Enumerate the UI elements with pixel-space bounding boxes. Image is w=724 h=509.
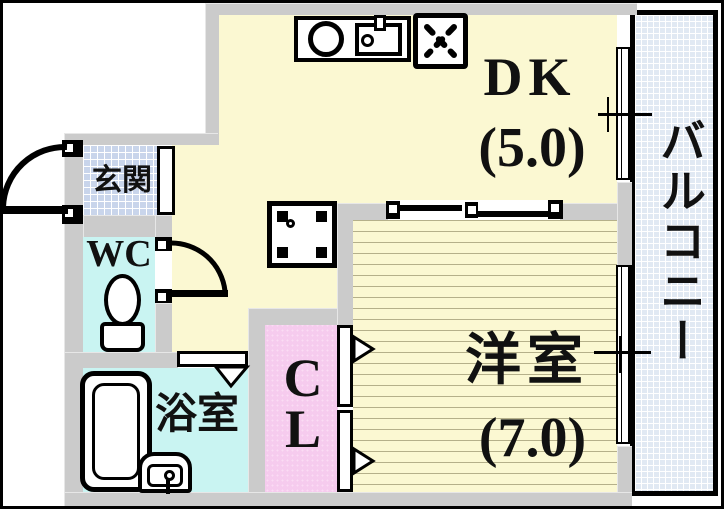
washer-pan-icon — [267, 201, 337, 268]
balcony-area — [630, 10, 718, 496]
entrance-door-icon — [0, 143, 68, 214]
wall-hall-room-divider — [337, 203, 353, 325]
wall-entrance-wc — [83, 215, 172, 237]
wc-door-hinge-bottom — [155, 289, 172, 303]
dk-label: DK — [483, 47, 577, 107]
room-window-tick-h — [594, 351, 651, 354]
room-window — [616, 265, 630, 444]
western-room-area-label: (7.0) — [478, 407, 587, 469]
wall-right-bottom — [617, 446, 632, 492]
sliding-door-icon — [386, 200, 563, 220]
closet-door-bottom-icon — [337, 410, 353, 492]
western-room-floor — [353, 220, 617, 492]
entrance-step — [157, 146, 175, 215]
wall-below-wc — [64, 352, 178, 368]
dk-area-label: (5.0) — [478, 117, 586, 179]
closet-letter-l: L — [284, 398, 322, 459]
closet-arrow-top-icon — [352, 334, 376, 364]
wall-wc-right-lower — [155, 303, 172, 368]
wall-dk-room-divider-left — [337, 203, 390, 220]
closet-letter-c: C — [283, 348, 323, 408]
dk-window-tick-h — [598, 113, 652, 116]
wall-notch — [64, 133, 218, 145]
bath-door-icon — [177, 351, 248, 367]
wall-right-mid — [617, 182, 632, 265]
hallway-floor-lower — [172, 309, 248, 353]
balcony-label: バルコニー — [654, 117, 705, 367]
closet-floor — [265, 323, 338, 492]
entrance-door-hinge-top — [62, 140, 83, 157]
bathtub-icon — [80, 371, 152, 492]
entrance-label: 玄関 — [92, 164, 152, 197]
kitchen-faucet-tab-icon — [374, 15, 386, 31]
closet-arrow-bottom-icon — [352, 446, 376, 476]
wall-top — [205, 3, 637, 15]
closet-door-top-icon — [337, 325, 353, 407]
wc-door-opening — [155, 240, 172, 302]
wc-label: WC — [86, 233, 152, 275]
wall-dk-room-divider-right — [558, 203, 632, 220]
bath-wash-unit-icon — [138, 452, 192, 494]
balcony-deck — [635, 15, 713, 491]
room-window-line — [621, 267, 622, 442]
entrance-floor — [83, 145, 160, 215]
gas-stove-icon — [413, 13, 468, 69]
wall-upper-left-vertical — [205, 3, 219, 145]
wall-bath-right — [248, 308, 265, 492]
kitchen-faucet-icon — [361, 34, 374, 47]
wall-bottom — [64, 492, 632, 506]
room-window-tick-v — [619, 336, 621, 373]
wall-closet-top — [248, 308, 338, 325]
bathroom-label: 浴室 — [154, 392, 239, 438]
dk-window-tick-v — [607, 97, 609, 132]
bath-door-arrow-icon — [212, 365, 251, 389]
western-room-label: 洋室 — [465, 330, 589, 392]
toilet-icon — [100, 274, 146, 354]
closet-label: C L — [278, 351, 328, 456]
wc-door-hinge-top — [155, 237, 172, 251]
wall-wc-right-upper — [155, 215, 172, 240]
kitchen-sink-bowl-icon — [308, 21, 344, 57]
wall-left-outer — [64, 133, 83, 506]
wc-door-icon — [169, 240, 228, 297]
